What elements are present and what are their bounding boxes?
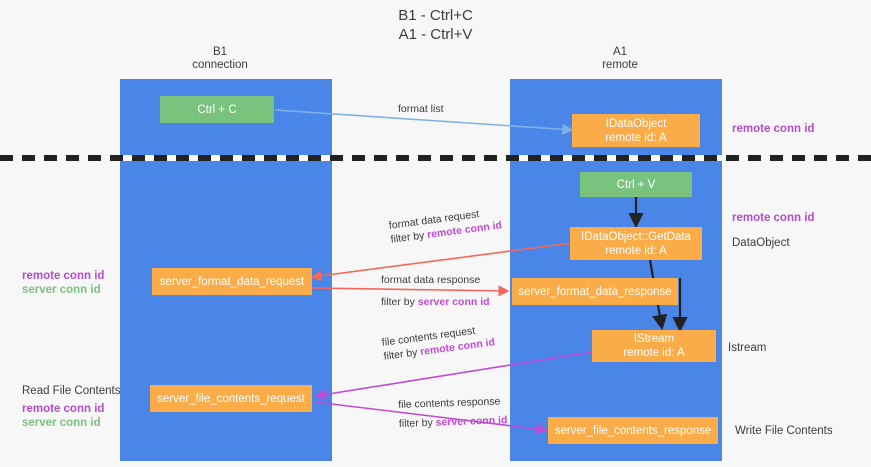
label-right-remote-conn-top: remote conn id: [732, 123, 815, 135]
box-ctrl-v-label: Ctrl + V: [616, 178, 656, 191]
box-server-format-data-response[interactable]: server_format_data_response: [512, 278, 678, 305]
box-server-format-data-request[interactable]: server_format_data_request: [152, 268, 312, 295]
arrow-format-data-request: [310, 242, 573, 282]
edge-label-format-data-response-line2: filter by server conn id: [381, 295, 490, 309]
label-right-remote-conn-mid: remote conn id: [732, 212, 815, 224]
box-server-file-contents-response[interactable]: server_file_contents_response: [548, 417, 718, 444]
box-ctrl-v[interactable]: Ctrl + V: [580, 172, 692, 197]
box-server-format-data-response-label: server_format_data_response: [518, 285, 672, 298]
label-right-dataobject: DataObject: [732, 237, 790, 249]
box-istream-remote-id: remote id: A: [623, 347, 685, 359]
column-header-a1: A1 remote: [540, 46, 700, 72]
edge-label-format-data-response: format data response filter by server co…: [381, 273, 490, 309]
label-left-remote-conn-bot: remote conn id: [22, 403, 105, 415]
label-right-istream: Istream: [728, 342, 767, 354]
edge-label-format-data-response-line1: format data response: [381, 274, 481, 286]
box-istream[interactable]: IStream remote id: A: [592, 330, 716, 362]
box-ctrl-c[interactable]: Ctrl + C: [160, 96, 274, 123]
box-ctrl-c-label: Ctrl + C: [197, 103, 237, 116]
lane-a1-bottom: [510, 161, 722, 461]
box-getdata-label: IDataObject::GetData: [581, 230, 691, 243]
box-server-format-data-request-label: server_format_data_request: [159, 275, 305, 288]
box-server-file-contents-response-label: server_file_contents_response: [554, 424, 712, 437]
edge-label-file-contents-response-line1: file contents response: [398, 395, 501, 411]
arrow-format-data-response: [311, 285, 510, 297]
diagram-title: B1 - Ctrl+C A1 - Ctrl+V: [0, 6, 871, 44]
box-server-file-contents-request[interactable]: server_file_contents_request: [150, 385, 312, 412]
edge-label-file-contents-response: file contents response filter by server …: [398, 394, 508, 431]
label-left-read-file-contents: Read File Contents: [22, 385, 121, 397]
box-idataobject-remote-id: remote id: A: [605, 131, 667, 144]
box-server-file-contents-request-label: server_file_contents_request: [157, 392, 305, 405]
label-right-write-file-contents: Write File Contents: [735, 425, 833, 437]
box-getdata-remote-id: remote id: A: [605, 244, 667, 257]
box-getdata[interactable]: IDataObject::GetData remote id: A: [570, 227, 702, 260]
box-istream-label: IStream: [633, 333, 675, 345]
edge-label-format-list: format list: [398, 103, 444, 115]
edge-label-format-data-response-prefix: filter by: [381, 296, 418, 308]
label-left-server-conn-mid: server conn id: [22, 284, 101, 296]
box-idataobject-label: IDataObject: [605, 117, 667, 130]
label-left-remote-conn-mid: remote conn id: [22, 270, 105, 282]
column-header-b1-name: B1: [212, 46, 228, 58]
column-header-b1: B1 connection: [140, 46, 300, 72]
label-left-server-conn-bot: server conn id: [22, 417, 101, 429]
phase-separator: [0, 155, 871, 161]
arrow-file-contents-request: [314, 351, 593, 401]
column-header-b1-sub: connection: [192, 59, 248, 71]
column-header-a1-name: A1: [612, 46, 628, 58]
title-line-1: B1 - Ctrl+C: [398, 7, 473, 24]
box-idataobject[interactable]: IDataObject remote id: A: [572, 114, 700, 147]
title-line-2: A1 - Ctrl+V: [398, 26, 473, 43]
arrow-format-list: [274, 109, 574, 135]
edge-label-format-data-response-key: server conn id: [417, 296, 490, 308]
column-header-a1-sub: remote: [602, 59, 638, 71]
edge-label-file-contents-response-prefix: filter by: [398, 416, 436, 430]
edge-label-file-contents-response-key: server conn id: [435, 414, 508, 429]
arrow-file-contents-response: [314, 401, 548, 435]
